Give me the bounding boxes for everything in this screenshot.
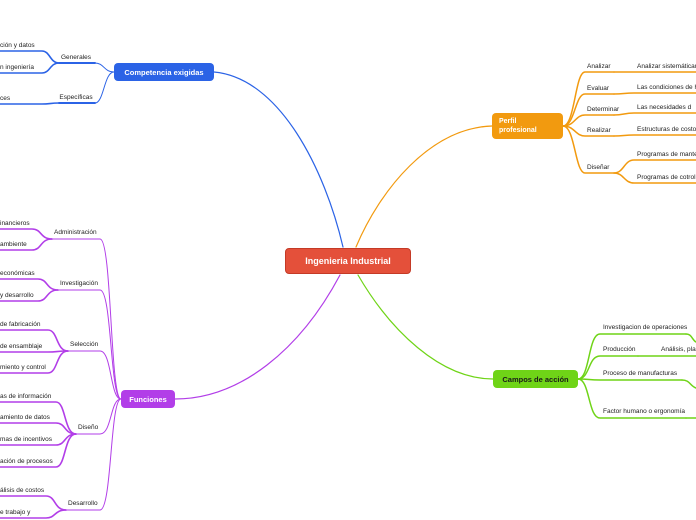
- link-funciones-leaf: [0, 433, 77, 468]
- topic-perfil-label: Perfil profesional: [499, 118, 537, 134]
- link-competencia-leaf: [0, 50, 60, 64]
- subtopic-campos-1[interactable]: Producción: [603, 346, 636, 353]
- leaf-competencia[interactable]: ces: [0, 95, 11, 102]
- link-funciones-leaf: [0, 238, 53, 251]
- link-campos-stub: [685, 333, 696, 343]
- subtopic-funciones-3[interactable]: Diseño: [78, 424, 99, 431]
- leaf-funciones[interactable]: e trabajo y: [0, 509, 31, 516]
- leaf-funciones[interactable]: ambiente: [0, 241, 27, 248]
- leaf-perfil[interactable]: Programas de cotrol d: [637, 174, 696, 181]
- subtopic-perfil-0[interactable]: Analizar: [587, 63, 611, 70]
- leaf-funciones[interactable]: as de información: [0, 393, 52, 400]
- link-funciones-sub: [51, 238, 122, 400]
- link-funciones-leaf: [0, 495, 67, 511]
- leaf-competencia[interactable]: n ingeniería: [0, 64, 34, 71]
- topic-competencia-exigidas[interactable]: Competencia exigidas: [114, 63, 214, 81]
- link-funciones: [174, 274, 341, 400]
- link-perfil-leaf: [613, 112, 696, 116]
- leaf-funciones[interactable]: mas de incentivos: [0, 436, 53, 443]
- link-perfil-leaf: [613, 172, 696, 184]
- subtopic-0[interactable]: Generales: [61, 54, 91, 61]
- leaf-funciones[interactable]: económicas: [0, 270, 35, 277]
- subtopic-funciones-4[interactable]: Desarrollo: [68, 500, 98, 507]
- link-perfil-leaf: [613, 159, 696, 174]
- leaf-funciones[interactable]: y desarrollo: [0, 292, 34, 299]
- link-perfil-sub: [562, 71, 615, 127]
- link-perfil-sub: [562, 125, 615, 174]
- leaf-funciones[interactable]: álisis de costos: [0, 487, 45, 494]
- link-funciones-leaf: [0, 401, 77, 435]
- leaf-perfil[interactable]: Programas de mante: [637, 151, 696, 158]
- leaf-campos[interactable]: Análisis, plan: [661, 346, 696, 353]
- link-funciones-leaf: [0, 350, 69, 374]
- leaf-perfil[interactable]: Las condiciones de hi: [637, 84, 696, 91]
- link-competencia: [213, 71, 344, 248]
- subtopic-funciones-2[interactable]: Selección: [70, 341, 99, 348]
- topic-funciones-label: Funciones: [129, 394, 167, 404]
- leaf-funciones[interactable]: miento y control: [0, 364, 46, 371]
- central-topic-label: Ingenieria Industrial: [305, 256, 391, 266]
- link-funciones-sub: [57, 289, 122, 400]
- link-competencia-sub: [94, 71, 115, 104]
- link-funciones-leaf: [0, 289, 59, 302]
- subtopic-perfil-3[interactable]: Realizar: [587, 127, 611, 134]
- leaf-funciones[interactable]: amiento de datos: [0, 414, 50, 421]
- topic-funciones[interactable]: Funciones: [121, 390, 175, 408]
- link-perfil-sub: [562, 114, 615, 127]
- link-perfil: [355, 125, 493, 248]
- link-perfil-sub: [562, 125, 615, 137]
- leaf-competencia[interactable]: ción y datos: [0, 42, 35, 49]
- link-campos: [357, 274, 494, 380]
- topic-campos-de-accion[interactable]: Campos de acción: [493, 370, 578, 388]
- subtopic-campos-2[interactable]: Proceso de manufacturas: [603, 370, 678, 377]
- leaf-funciones[interactable]: de fabricación: [0, 321, 41, 328]
- link-competencia-leaf: [0, 102, 60, 105]
- link-funciones-leaf: [0, 228, 53, 240]
- link-funciones-leaf: [0, 422, 77, 435]
- subtopic-1[interactable]: Específicas: [59, 94, 93, 101]
- link-campos-sub: [577, 378, 687, 419]
- leaf-funciones[interactable]: ación de procesos: [0, 458, 53, 465]
- leaf-perfil[interactable]: Analizar sistemáticamente: [637, 63, 696, 70]
- subtopic-campos-3[interactable]: Factor humano o ergonomía: [603, 408, 686, 415]
- link-campos-sub: [577, 355, 639, 380]
- link-competencia-sub: [94, 62, 115, 73]
- topic-competencia-label: Competencia exigidas: [124, 67, 204, 77]
- subtopic-campos-0[interactable]: Investigacion de operaciones: [603, 324, 688, 331]
- subtopic-funciones-1[interactable]: Investigación: [60, 280, 98, 287]
- leaf-perfil[interactable]: Las necesidades d: [637, 104, 692, 111]
- subtopic-funciones-0[interactable]: Administración: [54, 229, 97, 236]
- subtopic-perfil-2[interactable]: Determinar: [587, 106, 620, 113]
- topic-perfil-profesional[interactable]: Perfil profesional: [492, 113, 563, 139]
- link-funciones-leaf: [0, 278, 59, 291]
- link-funciones-sub: [67, 350, 122, 400]
- link-funciones-leaf: [0, 350, 69, 353]
- link-funciones-leaf: [0, 509, 67, 519]
- leaf-funciones[interactable]: de ensamblaje: [0, 343, 43, 350]
- link-funciones-sub: [65, 398, 122, 511]
- link-campos-stub: [681, 379, 696, 389]
- subtopic-perfil-1[interactable]: Evaluar: [587, 85, 610, 92]
- link-funciones-sub: [75, 398, 122, 435]
- link-competencia-leaf: [0, 62, 60, 74]
- subtopic-perfil-4[interactable]: Diseñar: [587, 164, 610, 171]
- leaf-perfil[interactable]: Estructuras de costo: [637, 126, 696, 133]
- central-topic[interactable]: Ingenieria Industrial: [285, 248, 411, 274]
- topic-campos-label: Campos de acción: [502, 374, 569, 384]
- link-perfil-leaf: [613, 92, 696, 95]
- leaf-funciones[interactable]: inancieros: [0, 220, 30, 227]
- link-campos-sub: [577, 378, 683, 381]
- link-perfil-leaf: [613, 134, 696, 137]
